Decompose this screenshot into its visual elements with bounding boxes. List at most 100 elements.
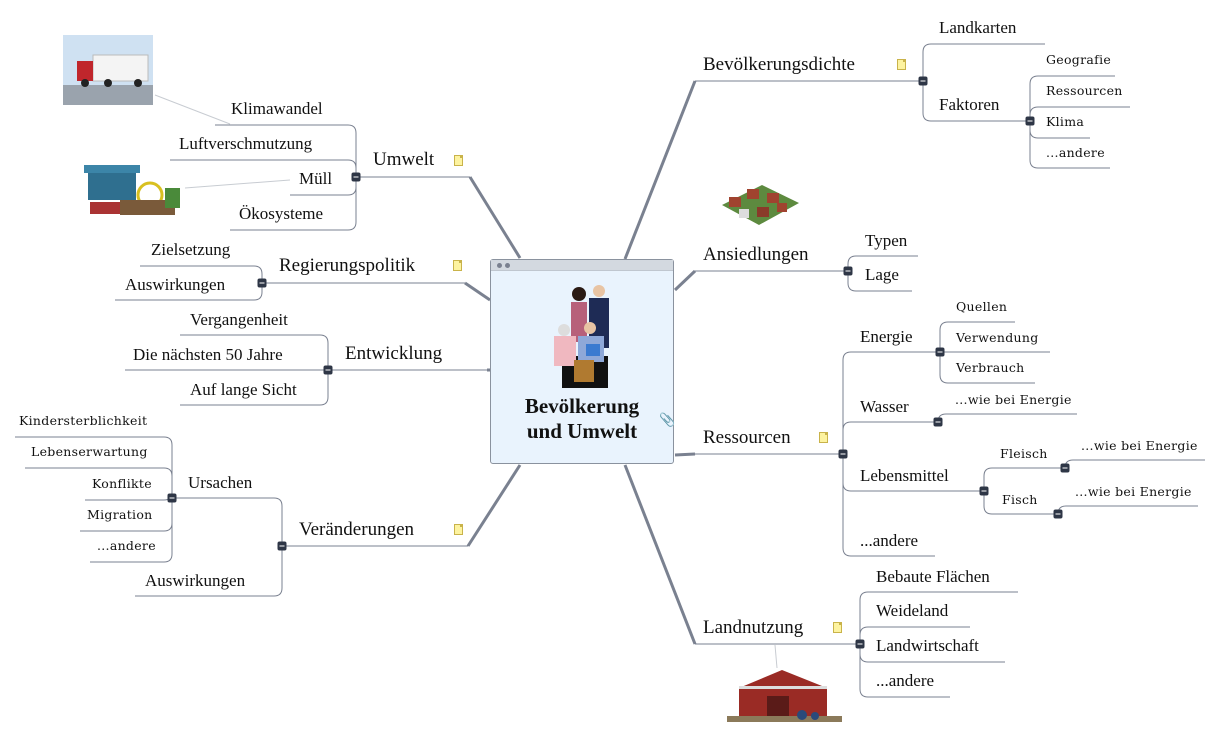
connector-line	[842, 454, 935, 557]
subtopic-typen[interactable]: Typen	[865, 231, 908, 250]
connector-line	[674, 452, 696, 457]
connector-line	[842, 421, 938, 454]
collapse-ansiedlungen[interactable]	[843, 266, 853, 276]
paperclip-icon[interactable]: 📎	[659, 412, 676, 427]
subtopic-zielsetzung[interactable]: Zielsetzung	[151, 240, 231, 259]
collapse-landnutzung[interactable]	[855, 639, 865, 649]
topic-bevoelkerungsdichte[interactable]: Bevölkerungsdichte	[703, 54, 855, 75]
garbage-image	[84, 165, 180, 215]
connector-line	[184, 179, 291, 189]
connector-line	[774, 644, 778, 669]
collapse-bevoelkerungsdichte[interactable]	[918, 76, 928, 86]
connector-line	[859, 644, 950, 698]
subtopic-naechsten-50-jahre[interactable]: Die nächsten 50 Jahre	[133, 345, 283, 364]
topic-landnutzung[interactable]: Landnutzung	[703, 617, 804, 638]
collapse-veraenderungen[interactable]	[277, 541, 287, 551]
connector-line	[230, 177, 357, 231]
note-icon[interactable]	[454, 524, 463, 535]
subtopic-ursachen[interactable]: Ursachen	[188, 473, 253, 492]
item-andere[interactable]: ...andere	[97, 538, 156, 553]
connector-line	[115, 283, 263, 301]
item-migration[interactable]: Migration	[87, 507, 153, 522]
item-kindersterblichkeit[interactable]: Kindersterblichkeit	[19, 413, 148, 428]
subtopic-muell[interactable]: Müll	[299, 169, 333, 188]
subtopic-wasser[interactable]: Wasser	[860, 397, 909, 416]
collapse-fleisch[interactable]	[1060, 463, 1070, 473]
subtopic-bebaute-flaechen[interactable]: Bebaute Flächen	[876, 567, 990, 586]
collapse-ressourcen[interactable]	[838, 449, 848, 459]
collapse-energie[interactable]	[935, 347, 945, 357]
subtopic-lebensmittel[interactable]: Lebensmittel	[860, 466, 949, 485]
central-topic-titlebar	[491, 260, 673, 271]
subtopic-auswirkungen[interactable]: Auswirkungen	[145, 571, 246, 590]
collapse-faktoren[interactable]	[1025, 116, 1035, 126]
subtopic-vergangenheit[interactable]: Vergangenheit	[190, 310, 288, 329]
item-lebenserwartung[interactable]: Lebenserwartung	[31, 444, 148, 459]
collapse-ursachen[interactable]	[167, 493, 177, 503]
subtopic-faktoren[interactable]: Faktoren	[939, 95, 1000, 114]
collapse-wasser[interactable]	[933, 417, 943, 427]
item-verwendung[interactable]: Verwendung	[956, 330, 1039, 345]
note-icon[interactable]	[833, 622, 842, 633]
connector-line	[466, 464, 522, 547]
subtopic-landkarten[interactable]: Landkarten	[939, 18, 1017, 37]
subtopic-auswirkungen[interactable]: Auswirkungen	[125, 275, 226, 294]
subtopic-auf-lange-sicht[interactable]: Auf lange Sicht	[190, 380, 297, 399]
connector-line	[673, 269, 697, 292]
subtopic-weideland[interactable]: Weideland	[876, 601, 949, 620]
subtopic-oekosysteme[interactable]: Ökosysteme	[239, 204, 324, 223]
note-icon[interactable]	[897, 59, 906, 70]
item-klima[interactable]: Klima	[1046, 114, 1085, 129]
item-wie-bei-energie[interactable]: ...wie bei Energie	[955, 392, 1072, 407]
subtopic-klimawandel[interactable]: Klimawandel	[231, 99, 323, 118]
topic-regierungspolitik[interactable]: Regierungspolitik	[279, 255, 416, 276]
subtopic-andere[interactable]: ...andere	[876, 671, 935, 690]
connector-line	[135, 546, 283, 597]
barn-image	[727, 670, 842, 722]
topic-umwelt[interactable]: Umwelt	[373, 149, 435, 170]
item-verbrauch[interactable]: Verbrauch	[956, 360, 1025, 375]
connector-line	[170, 159, 357, 177]
item-konflikte[interactable]: Konflikte	[92, 476, 152, 491]
connector-line	[847, 271, 912, 292]
connector-line	[922, 43, 1045, 81]
connector-line	[25, 467, 173, 498]
collapse-entwicklung[interactable]	[323, 365, 333, 375]
item-wie-bei-energie[interactable]: ...wie bei Energie	[1075, 484, 1192, 499]
item-fleisch[interactable]: Fleisch	[1000, 446, 1048, 461]
item-quellen[interactable]: Quellen	[956, 299, 1008, 314]
connector-line	[939, 352, 1035, 384]
collapse-umwelt[interactable]	[351, 172, 361, 182]
note-icon[interactable]	[819, 432, 828, 443]
connector-line	[468, 176, 522, 259]
item-wie-bei-energie[interactable]: ...wie bei Energie	[1081, 438, 1198, 453]
topic-ressourcen[interactable]: Ressourcen	[703, 427, 791, 448]
subtopic-lage[interactable]: Lage	[865, 265, 899, 284]
item-ressourcen[interactable]: Ressourcen	[1046, 83, 1123, 98]
subtopic-luftverschmutzung[interactable]: Luftverschmutzung	[179, 134, 313, 153]
connector-line	[983, 491, 1058, 515]
connector-line	[90, 498, 173, 563]
topic-veraenderungen[interactable]: Veränderungen	[299, 519, 415, 540]
item-fisch[interactable]: Fisch	[1002, 492, 1038, 507]
note-icon[interactable]	[453, 260, 462, 271]
collapse-lebensmittel[interactable]	[979, 486, 989, 496]
connector-line	[623, 464, 697, 645]
topic-ansiedlungen[interactable]: Ansiedlungen	[703, 244, 809, 265]
connector-line	[922, 81, 1030, 122]
connector-line	[154, 94, 231, 125]
connector-line	[180, 334, 329, 370]
connector-line	[1064, 459, 1205, 469]
note-icon[interactable]	[454, 155, 463, 166]
topic-entwicklung[interactable]: Entwicklung	[345, 343, 443, 364]
subtopic-landwirtschaft[interactable]: Landwirtschaft	[876, 636, 979, 655]
collapse-regierungspolitik[interactable]	[257, 278, 267, 288]
subtopic-energie[interactable]: Energie	[860, 327, 913, 346]
subtopic-andere[interactable]: ...andere	[860, 531, 919, 550]
item-andere[interactable]: ...andere	[1046, 145, 1105, 160]
item-geografie[interactable]: Geografie	[1046, 52, 1112, 67]
collapse-fisch[interactable]	[1053, 509, 1063, 519]
